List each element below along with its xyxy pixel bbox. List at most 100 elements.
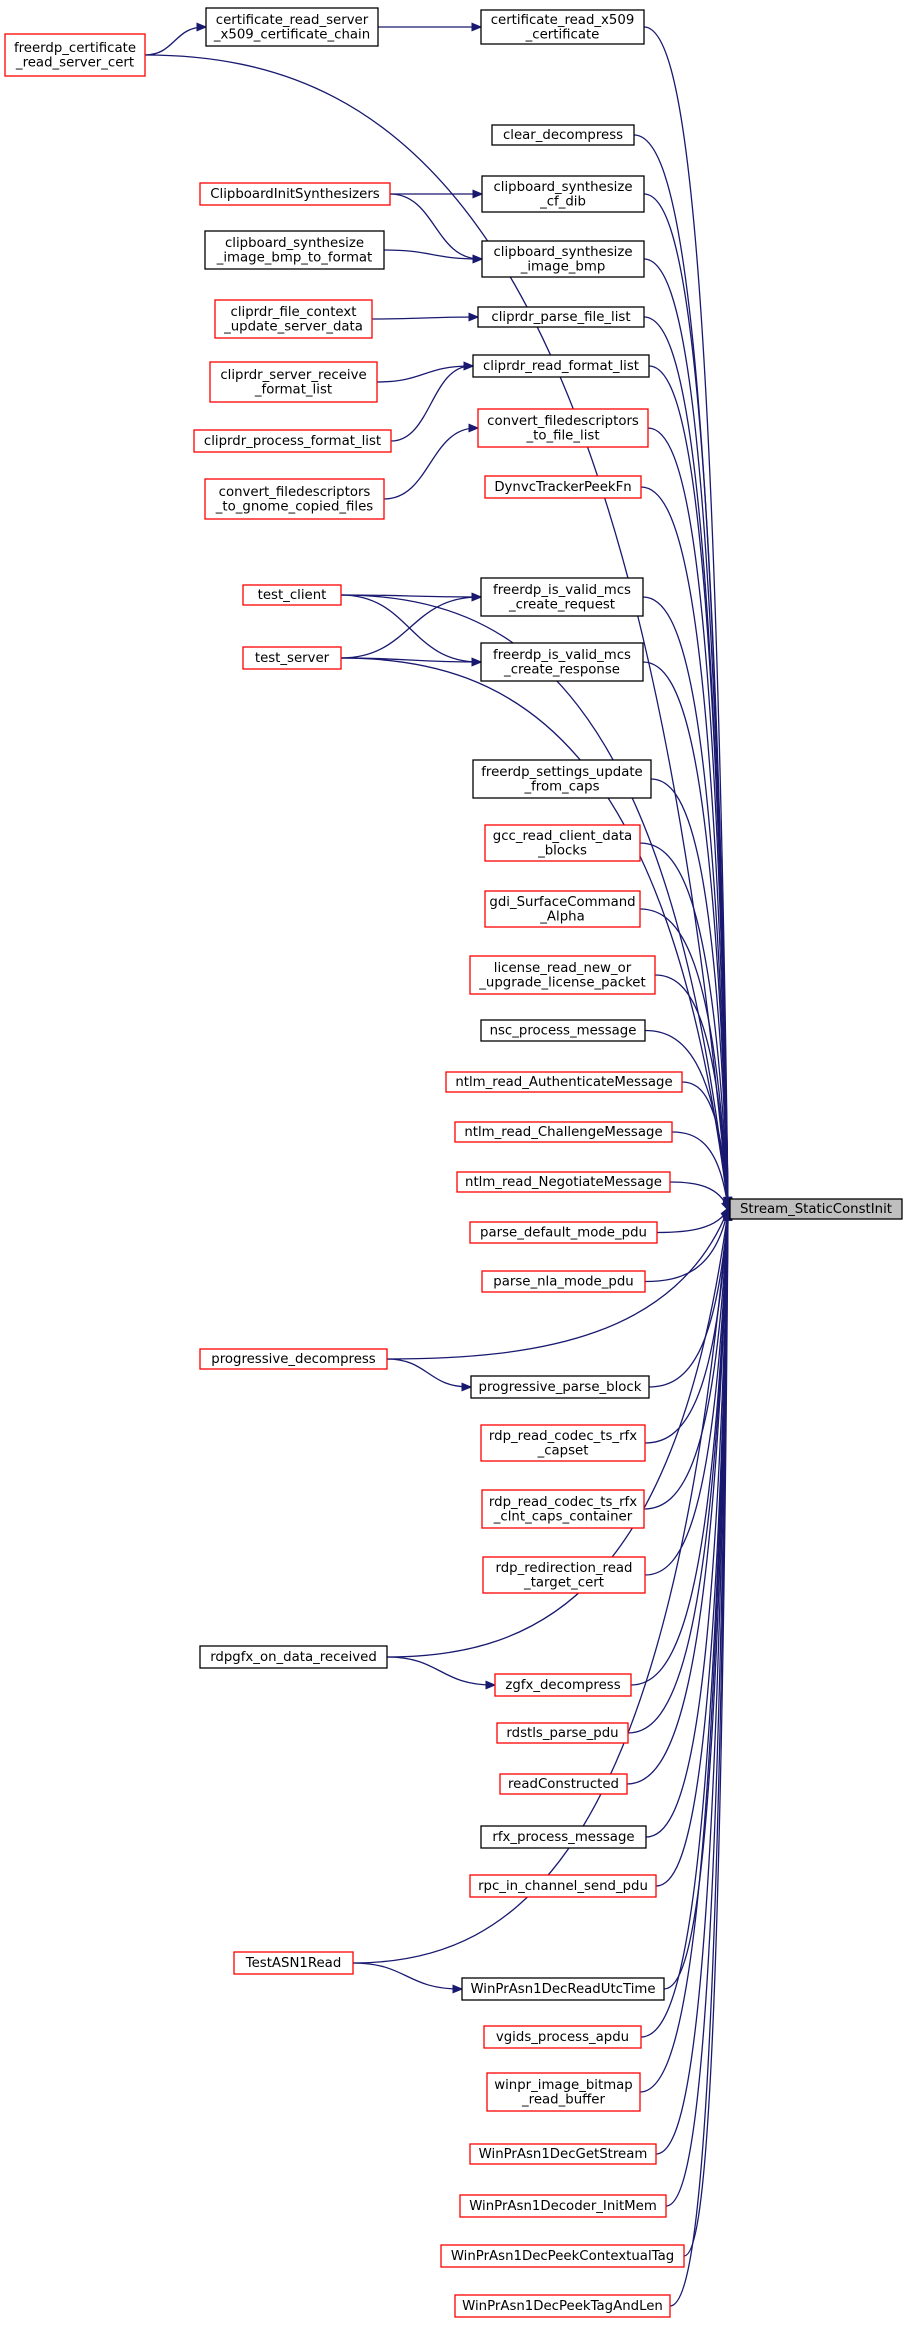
node-label: _from_caps xyxy=(523,779,599,794)
edge-line xyxy=(390,365,472,442)
node-test-asn1[interactable]: TestASN1Read xyxy=(233,1951,354,1975)
node-box xyxy=(480,1424,646,1462)
node-peek-ctx[interactable]: WinPrAsn1DecPeekContextualTag xyxy=(440,2244,685,2268)
node-clip-cf-dib[interactable]: clipboard_synthesize_cf_dib xyxy=(481,175,645,213)
node-box xyxy=(481,1270,646,1293)
node-license[interactable]: license_read_new_or_upgrade_license_pack… xyxy=(469,955,656,995)
node-box xyxy=(469,1221,658,1244)
edge-cliprdr-srv-to-cliprdr-rfl xyxy=(376,361,475,383)
arrowhead xyxy=(463,361,475,371)
node-label: _image_bmp xyxy=(520,259,606,274)
arrowhead xyxy=(472,189,484,199)
node-peek-tag[interactable]: WinPrAsn1DecPeekTagAndLen xyxy=(454,2294,671,2318)
node-box xyxy=(494,1673,632,1697)
node-ntlm-auth[interactable]: ntlm_read_AuthenticateMessage xyxy=(445,1071,683,1093)
edge-line xyxy=(389,193,481,260)
arrowhead xyxy=(471,592,483,602)
node-label: _to_file_list xyxy=(525,428,599,443)
node-box xyxy=(484,890,641,928)
node-box xyxy=(454,2294,671,2318)
node-zgfx[interactable]: zgfx_decompress xyxy=(494,1673,632,1697)
node-label: _format_list xyxy=(254,382,332,397)
node-init-mem[interactable]: WinPrAsn1Decoder_InitMem xyxy=(459,2194,667,2218)
node-box xyxy=(491,124,635,146)
node-conv-fd[interactable]: convert_filedescriptors_to_file_list xyxy=(477,408,649,448)
node-fr-cert[interactable]: freerdp_certificate_read_server_cert xyxy=(4,33,146,77)
node-parse-default[interactable]: parse_default_mode_pdu xyxy=(469,1221,658,1244)
node-cliprdr-proc[interactable]: cliprdr_process_format_list xyxy=(193,429,392,453)
node-label: ntlm_read_ChallengeMessage xyxy=(464,1125,662,1140)
node-conv-gnome[interactable]: convert_filedescriptors_to_gnome_copied_… xyxy=(204,478,385,520)
node-cliprdr-rfl[interactable]: cliprdr_read_format_list xyxy=(472,354,650,378)
edge-clip-init-to-clip-bmp xyxy=(389,193,484,264)
node-cliprdr-srv[interactable]: cliprdr_server_receive_format_list xyxy=(209,361,378,403)
node-redir[interactable]: rdp_redirection_read_target_cert xyxy=(482,1556,646,1594)
edge-prog-decomp-to-prog-block xyxy=(386,1358,473,1392)
node-get-stream[interactable]: WinPrAsn1DecGetStream xyxy=(469,2143,657,2165)
node-label: test_server xyxy=(255,651,330,666)
node-settings-caps[interactable]: freerdp_settings_update_from_caps xyxy=(472,759,652,799)
node-ntlm-chal[interactable]: ntlm_read_ChallengeMessage xyxy=(454,1121,673,1143)
node-vgids[interactable]: vgids_process_apdu xyxy=(483,2025,642,2049)
node-ntlm-neg[interactable]: ntlm_read_NegotiateMessage xyxy=(456,1171,671,1193)
node-parse-nla[interactable]: parse_nla_mode_pdu xyxy=(481,1270,646,1293)
node-utc-time[interactable]: WinPrAsn1DecReadUtcTime xyxy=(461,1977,665,2001)
node-box xyxy=(199,1645,388,1669)
node-box xyxy=(469,955,656,995)
node-label: WinPrAsn1DecReadUtcTime xyxy=(470,1982,655,1997)
node-label: cliprdr_process_format_list xyxy=(204,434,381,449)
node-mcs-resp[interactable]: freerdp_is_valid_mcs_create_response xyxy=(480,642,644,682)
node-readconstructed[interactable]: readConstructed xyxy=(499,1773,628,1795)
node-rdpgfx[interactable]: rdpgfx_on_data_received xyxy=(199,1645,388,1669)
node-root[interactable]: Stream_StaticConstInit xyxy=(729,1198,903,1220)
node-box xyxy=(481,1489,645,1529)
node-label: convert_filedescriptors xyxy=(487,414,639,429)
node-box xyxy=(199,182,391,206)
edge-line xyxy=(352,1962,461,1990)
node-label: certificate_read_server xyxy=(216,13,369,28)
edge-cert-chain-to-cert-x509 xyxy=(378,22,483,32)
edge-line xyxy=(642,596,729,1207)
node-mcs-req[interactable]: freerdp_is_valid_mcs_create_request xyxy=(480,577,644,617)
edge-parse-nla-to-root xyxy=(644,1206,731,1283)
node-cliprdr-parse[interactable]: cliprdr_parse_file_list xyxy=(477,306,645,328)
node-clip-bmp[interactable]: clipboard_synthesize_image_bmp xyxy=(481,240,645,278)
node-clip-bmp-fmt[interactable]: clipboard_synthesize_image_bmp_to_format xyxy=(204,230,385,270)
node-box xyxy=(469,2143,657,2165)
edge-line xyxy=(376,365,472,383)
node-box xyxy=(483,2025,642,2049)
node-rfx-clnt[interactable]: rdp_read_codec_ts_rfx_clnt_caps_containe… xyxy=(481,1489,645,1529)
node-nsc[interactable]: nsc_process_message xyxy=(480,1019,646,1042)
node-label: nsc_process_message xyxy=(490,1024,637,1039)
node-box xyxy=(242,584,342,606)
node-gcc[interactable]: gcc_read_client_data_blocks xyxy=(484,824,641,862)
node-rpc-in[interactable]: rpc_in_channel_send_pdu xyxy=(469,1874,657,1898)
node-gdi-alpha[interactable]: gdi_SurfaceCommand_Alpha xyxy=(484,890,641,928)
node-prog-block[interactable]: progressive_parse_block xyxy=(470,1375,650,1399)
node-box xyxy=(4,33,146,77)
node-cert-x509[interactable]: certificate_read_x509_certificate xyxy=(480,9,645,45)
edge-line xyxy=(643,26,729,1205)
node-box xyxy=(482,1556,646,1594)
node-clear-decompress[interactable]: clear_decompress xyxy=(491,124,635,146)
node-rfx-proc[interactable]: rfx_process_message xyxy=(480,1825,647,1849)
node-test-server[interactable]: test_server xyxy=(242,646,342,670)
node-cliprdr-fctx[interactable]: cliprdr_file_context_update_server_data xyxy=(214,299,373,339)
node-cert-chain[interactable]: certificate_read_server_x509_certificate… xyxy=(205,7,379,47)
node-label: rfx_process_message xyxy=(492,1830,634,1845)
node-prog-decomp[interactable]: progressive_decompress xyxy=(199,1348,388,1370)
node-box xyxy=(456,1171,671,1193)
node-clip-init[interactable]: ClipboardInitSynthesizers xyxy=(199,182,391,206)
node-rdstls[interactable]: rdstls_parse_pdu xyxy=(496,1722,629,1744)
node-label: freerdp_settings_update xyxy=(481,765,643,780)
node-label: progressive_parse_block xyxy=(479,1380,642,1395)
edge-line xyxy=(647,427,729,1206)
edge-test-server-to-mcs-resp xyxy=(340,657,483,667)
node-test-client[interactable]: test_client xyxy=(242,584,342,606)
node-label: TestASN1Read xyxy=(245,1956,342,1971)
node-dynvc[interactable]: DynvcTrackerPeekFn xyxy=(484,475,642,499)
node-winpr-bitmap[interactable]: winpr_image_bitmap_read_buffer xyxy=(486,2072,641,2112)
edge-line xyxy=(650,778,729,1208)
edge-rdpgfx-to-zgfx xyxy=(386,1656,497,1690)
node-rfx-capset[interactable]: rdp_read_codec_ts_rfx_capset xyxy=(480,1424,646,1462)
